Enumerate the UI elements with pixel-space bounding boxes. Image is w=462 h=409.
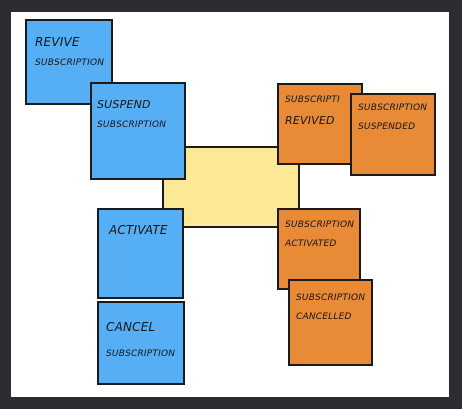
command-activate[interactable]: Activate xyxy=(97,208,184,299)
note-subtitle: Subscription xyxy=(97,119,167,130)
note-subtitle: Activated xyxy=(285,239,337,250)
note-title: Activate xyxy=(109,223,168,237)
note-subtitle: Subscription xyxy=(35,58,105,68)
event-subscription-revived[interactable]: Subscripti Revived xyxy=(277,83,363,165)
note-title: Subscripti xyxy=(285,95,340,105)
note-subtitle: Subscription xyxy=(106,349,176,359)
note-title: Subscription xyxy=(285,220,355,230)
command-revive-subscription[interactable]: Revive Subscription xyxy=(25,19,113,105)
note-title: Cancel xyxy=(106,320,156,334)
command-suspend-subscription[interactable]: Suspend Subscription xyxy=(90,82,186,180)
event-subscription-activated[interactable]: Subscription Activated xyxy=(277,208,361,290)
note-title: Suspend xyxy=(97,98,151,111)
note-subtitle: Cancelled xyxy=(296,312,352,323)
command-cancel-subscription[interactable]: Cancel Subscription xyxy=(97,301,185,385)
event-subscription-cancelled[interactable]: Subscription Cancelled xyxy=(288,279,373,366)
note-title: Subscription xyxy=(296,293,366,303)
note-title: Revive xyxy=(35,35,80,49)
event-subscription-suspended[interactable]: Subscription Suspended xyxy=(350,93,436,176)
note-title: Subscription xyxy=(358,103,428,113)
board-canvas: Revive Subscription Suspend Subscription… xyxy=(11,12,449,397)
note-subtitle: Suspended xyxy=(358,122,416,133)
note-subtitle: Revived xyxy=(285,114,335,128)
